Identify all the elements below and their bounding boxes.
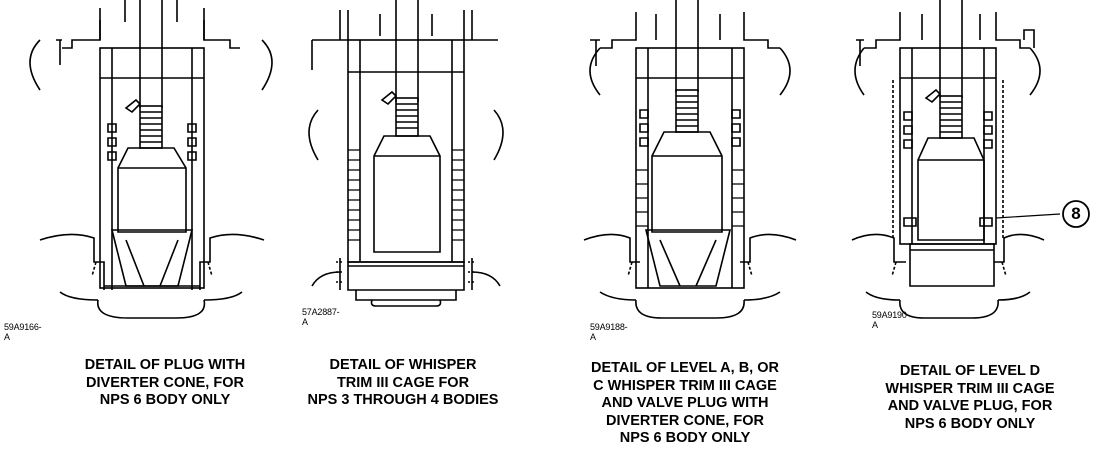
valve-drawing-whisper-cage <box>308 0 504 307</box>
figure-reference-id: 57A2887-A <box>302 307 340 327</box>
figure-reference-id: 59A9166-A <box>4 322 42 342</box>
callout-circle <box>1062 200 1090 228</box>
caption-line: NPS 6 BODY ONLY <box>904 415 1036 432</box>
caption-line: NPS 6 BODY ONLY <box>619 430 751 446</box>
caption-line: WHISPER TRIM III CAGE <box>885 380 1055 397</box>
caption-line: DETAIL OF LEVEL D <box>899 363 1041 379</box>
figure-caption: DETAIL OF PLUG WITH DIVERTER CONE, FOR N… <box>50 357 280 410</box>
caption-line: NPS 6 BODY ONLY <box>99 392 231 408</box>
valve-drawing-level-abc-cage <box>583 0 797 319</box>
figure-caption: DETAIL OF LEVEL D WHISPER TRIM III CAGE … <box>850 363 1090 433</box>
caption-line: C WHISPER TRIM III CAGE <box>593 377 777 394</box>
figure-caption: DETAIL OF WHISPER TRIM III CAGE FOR NPS … <box>288 357 518 410</box>
figure-reference-id: 59A9188-A <box>590 322 628 342</box>
valve-drawing-plug-diverter-cone <box>29 0 273 319</box>
callout-number: 8 <box>1071 204 1081 223</box>
caption-line: AND VALVE PLUG WITH <box>601 395 769 411</box>
caption-line: NPS 3 THROUGH 4 BODIES <box>307 392 499 408</box>
caption-line: DIVERTER CONE, FOR <box>606 412 764 429</box>
caption-line: DETAIL OF LEVEL A, B, OR <box>591 360 779 376</box>
caption-line: TRIM III CAGE FOR <box>336 374 470 391</box>
caption-line: AND VALVE PLUG, FOR <box>887 398 1053 414</box>
figure-reference-id: 59A9190-A <box>872 310 910 330</box>
figure-caption: DETAIL OF LEVEL A, B, OR C WHISPER TRIM … <box>570 360 800 448</box>
valve-drawing-level-d-cage <box>851 0 1090 319</box>
caption-line: DETAIL OF PLUG WITH <box>84 357 246 373</box>
caption-line: DETAIL OF WHISPER <box>329 357 477 373</box>
caption-line: DIVERTER CONE, FOR <box>86 374 244 391</box>
